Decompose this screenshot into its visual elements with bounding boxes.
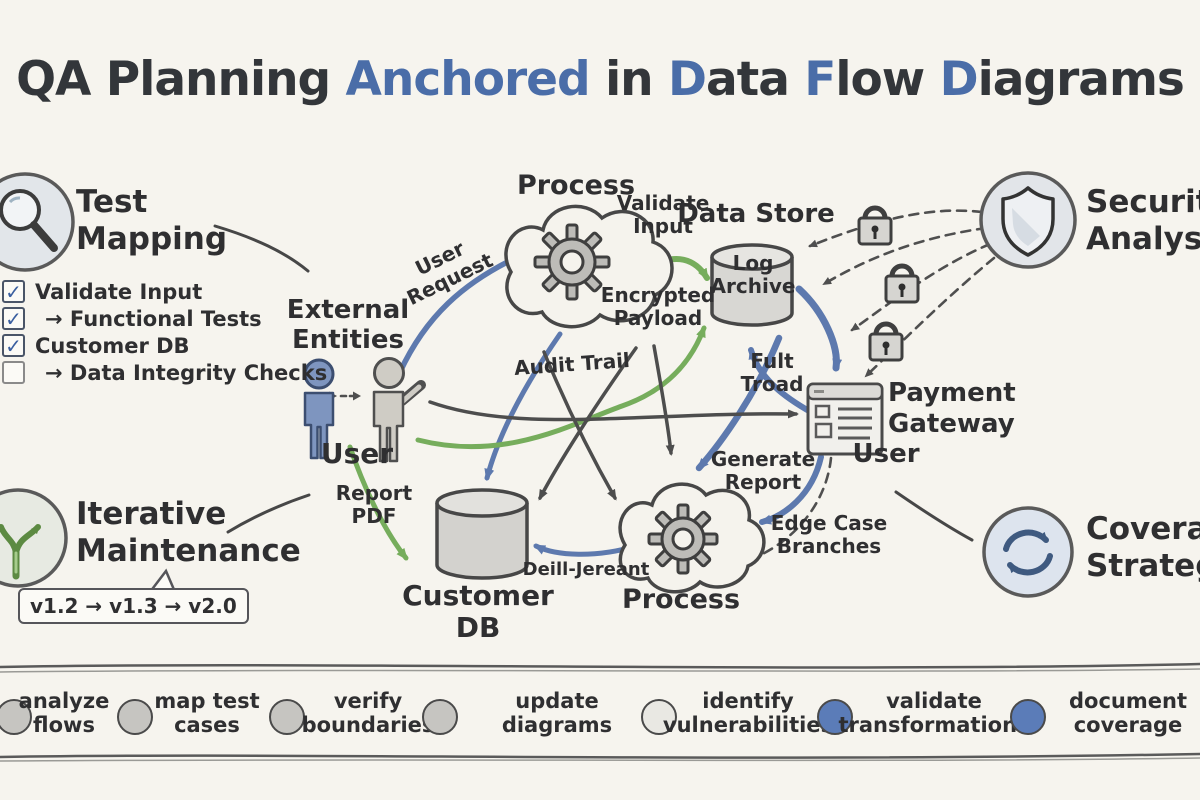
data-store-label: Data Store (677, 199, 835, 229)
title-segment: iagrams (977, 52, 1185, 107)
checked-checkbox-icon[interactable]: ✓ (2, 307, 25, 330)
flow-db-write-label: Deill-Jereant (522, 559, 650, 580)
version-bubble-pointer (149, 568, 177, 593)
dashed-shield-3 (850, 242, 992, 332)
process-bottom-label: Process (621, 584, 741, 615)
timeline-step-circle (1010, 699, 1046, 735)
user-left-label: User (320, 437, 394, 470)
arrow-datastore-down-process2 (652, 344, 675, 456)
timeline-step-circle (117, 699, 153, 735)
branch-icon (0, 524, 41, 580)
test-mapping-checklist: ✓ Validate Input ✓ → Functional Tests ✓ Custo… (2, 278, 327, 386)
checklist-item: ✓ → Functional Tests (2, 305, 327, 332)
external-entities-label: External Entities (286, 295, 410, 355)
empty-checkbox-icon[interactable] (2, 361, 25, 384)
checklist-item: ✓ Validate Input (2, 278, 327, 305)
shield-icon (1001, 186, 1055, 257)
flow-full-troad-label: Fult Troad (740, 349, 804, 396)
timeline-band-lines (0, 662, 1200, 762)
checked-checkbox-icon[interactable]: ✓ (2, 280, 25, 303)
checklist-item-label: Customer DB (35, 333, 190, 358)
page-title: QA Planning Anchored in Data Flow Diagra… (16, 52, 1185, 107)
arrow-cross-to-customerdb (538, 346, 638, 501)
dashed-shield-1 (808, 209, 984, 248)
lock-icon (868, 321, 904, 362)
arrow-cross-to-process2 (542, 350, 617, 501)
test-mapping-badge (0, 172, 75, 272)
title-segment: Anchored (345, 52, 591, 107)
version-history: v1.2 → v1.3 → v2.0 (18, 588, 249, 624)
arrow-generate-report (759, 454, 824, 525)
security-analysis-badge (979, 171, 1077, 269)
timeline-step-label: analyze flows (18, 689, 110, 737)
title-segment: QA Planning (16, 52, 346, 107)
customer-db-label: Customer DB (402, 579, 554, 645)
title-segment: ata (706, 52, 805, 107)
title-segment: D (668, 52, 707, 107)
gear-icon (533, 223, 611, 301)
lock-icon (884, 263, 920, 304)
flow-edge-case-label: Edge Case Branches (770, 511, 888, 558)
arrow-report-pdf (347, 444, 409, 561)
dashed-shield-2 (822, 226, 988, 286)
lock-icons (857, 205, 920, 362)
checklist-item: → Data Integrity Checks (2, 359, 327, 386)
iterative-maintenance-heading: Iterative Maintenance (76, 496, 301, 569)
flow-validate-input-label: Validate Input (616, 191, 710, 238)
checklist-item-label: → Functional Tests (45, 306, 262, 331)
process-bottom-node (618, 482, 766, 594)
timeline-step-circle (422, 699, 458, 735)
timeline-step-label: update diagrams (501, 689, 613, 737)
dashed-shield-4 (864, 256, 996, 378)
arrow-user-request (397, 251, 527, 375)
log-archive-label: Log Archive (710, 251, 796, 298)
title-segment: D (939, 52, 979, 107)
timeline-step-label: map test cases (154, 689, 260, 737)
coverage-strategies-heading: Coverage Strategies (1086, 511, 1200, 584)
checked-checkbox-icon[interactable]: ✓ (2, 334, 25, 357)
user-right-label: User (852, 439, 920, 469)
user-figure-blue (303, 358, 335, 460)
arrow-audit-trail (415, 325, 707, 450)
timeline-step-circle (817, 699, 853, 735)
iterative-maintenance-badge (0, 488, 68, 588)
timeline-step-label: verify boundaries (301, 689, 435, 737)
process-top-label: Process (516, 170, 636, 201)
arrow-datastore-to-payment (795, 285, 843, 372)
test-mapping-heading: Test Mapping (76, 184, 228, 257)
flow-encrypted-payload-label: Encrypted Payload (600, 283, 716, 330)
section-connector-lines (213, 224, 974, 542)
timeline-step-circle (641, 699, 677, 735)
process-top-node (504, 204, 674, 329)
timeline-step-label: validate transformations (838, 689, 1030, 737)
checklist-item-label: → Data Integrity Checks (45, 360, 328, 385)
title-segment: in (589, 52, 668, 107)
gear-icon (647, 503, 719, 575)
timeline-step-circle (269, 699, 305, 735)
timeline-step-label: document coverage (1069, 689, 1187, 737)
user-figure-gray (372, 357, 426, 463)
flow-generate-report-label: Generate Report (710, 447, 816, 494)
timeline-step-label: identify vulnerabilities (662, 689, 834, 737)
coverage-strategies-badge (982, 506, 1074, 598)
title-segment: F (804, 52, 836, 107)
checklist-item-label: Validate Input (35, 279, 203, 304)
lock-icon (857, 205, 893, 246)
log-archive-cylinder (710, 243, 794, 327)
checklist-item: ✓ Customer DB (2, 332, 327, 359)
payment-gateway-icon (806, 382, 884, 456)
magnifier-icon (0, 189, 58, 252)
security-analysis-heading: Security Analysis (1086, 184, 1200, 257)
title-segment: low (835, 52, 940, 107)
timeline-step-circle (0, 699, 32, 735)
flow-report-pdf-label: Report PDF (335, 481, 413, 528)
arrow-process-to-customerdb (484, 331, 563, 481)
dashed-edge-case (752, 456, 833, 560)
cycle-arrows-icon (1003, 529, 1053, 576)
customer-db-cylinder (435, 488, 529, 580)
payment-gateway-label: Payment Gateway (888, 378, 1016, 440)
